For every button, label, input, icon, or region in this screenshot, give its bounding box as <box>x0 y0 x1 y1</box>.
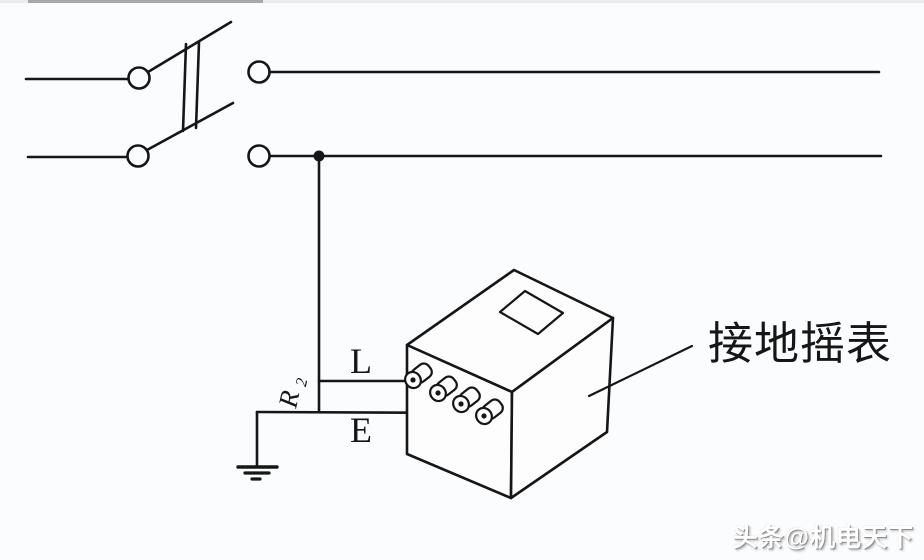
megger-box-icon <box>405 268 615 500</box>
switch-tie-bar-left <box>181 42 188 133</box>
top-edge-band <box>0 0 924 3</box>
switch-hinge-top <box>127 66 151 90</box>
label-earth-terminal: E <box>350 410 372 450</box>
resistor-label-main: R <box>272 387 305 411</box>
watermark-text: 头条@机电天下 <box>732 524 914 552</box>
switch-blade-bottom <box>145 101 235 152</box>
annotation-megger-name: 接地摇表 <box>708 319 892 369</box>
switch-blade-top <box>146 20 233 74</box>
box-right-face <box>509 316 615 500</box>
switch-jaw-bottom <box>247 144 271 168</box>
annotation-leader-line <box>587 344 694 398</box>
label-measured-resistance: R 2 <box>272 373 311 411</box>
resistor-label-sub: 2 <box>293 377 311 388</box>
top-cropped-line <box>28 0 263 3</box>
meter-window <box>498 289 565 336</box>
label-line-terminal: L <box>350 341 372 381</box>
switch-jaw-top <box>247 60 271 84</box>
switch-hinge-bottom <box>126 144 150 168</box>
double-pole-knife-switch-icon <box>24 20 271 168</box>
switch-tie-bar-right <box>194 40 201 130</box>
earth-ground-icon <box>236 465 279 481</box>
